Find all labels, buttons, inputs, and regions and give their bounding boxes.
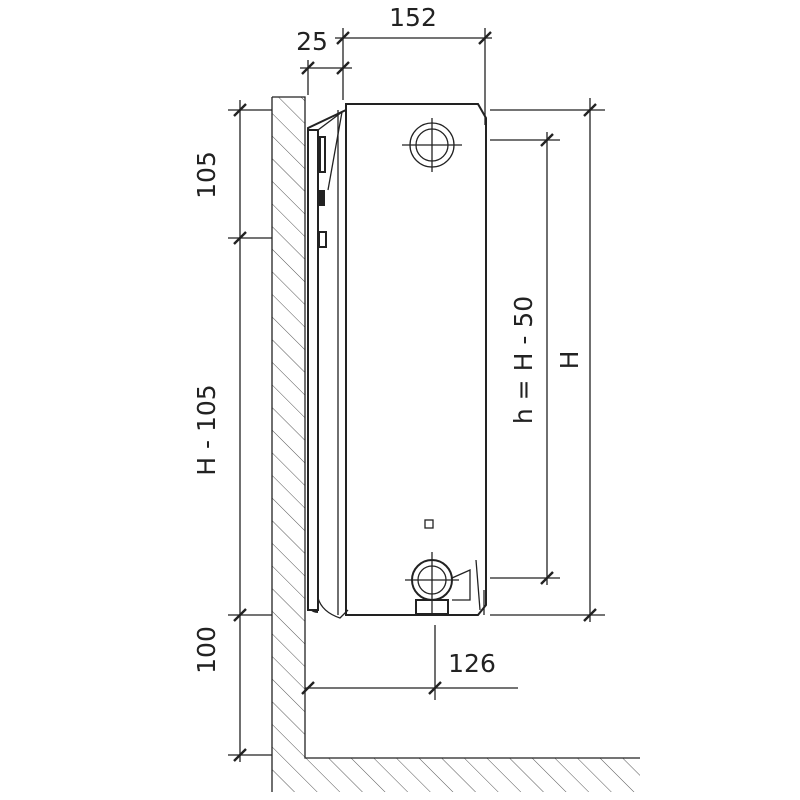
wall-gap-label: 25 [296, 27, 328, 56]
bottom-offset-label: 100 [192, 626, 221, 674]
connection-height-label: h = H - 50 [509, 296, 538, 424]
wall-and-floor [271, 96, 640, 792]
connection-distance-label: 126 [448, 649, 496, 678]
top-offset-label: 105 [192, 151, 221, 199]
middle-span-label: H - 105 [192, 384, 221, 475]
bottom-connection-icon [405, 552, 471, 615]
width-total-label: 152 [389, 3, 437, 32]
dimension-lines [228, 28, 605, 762]
radiator [307, 103, 487, 619]
top-connection-icon [402, 118, 462, 172]
height-label: H [555, 351, 584, 370]
